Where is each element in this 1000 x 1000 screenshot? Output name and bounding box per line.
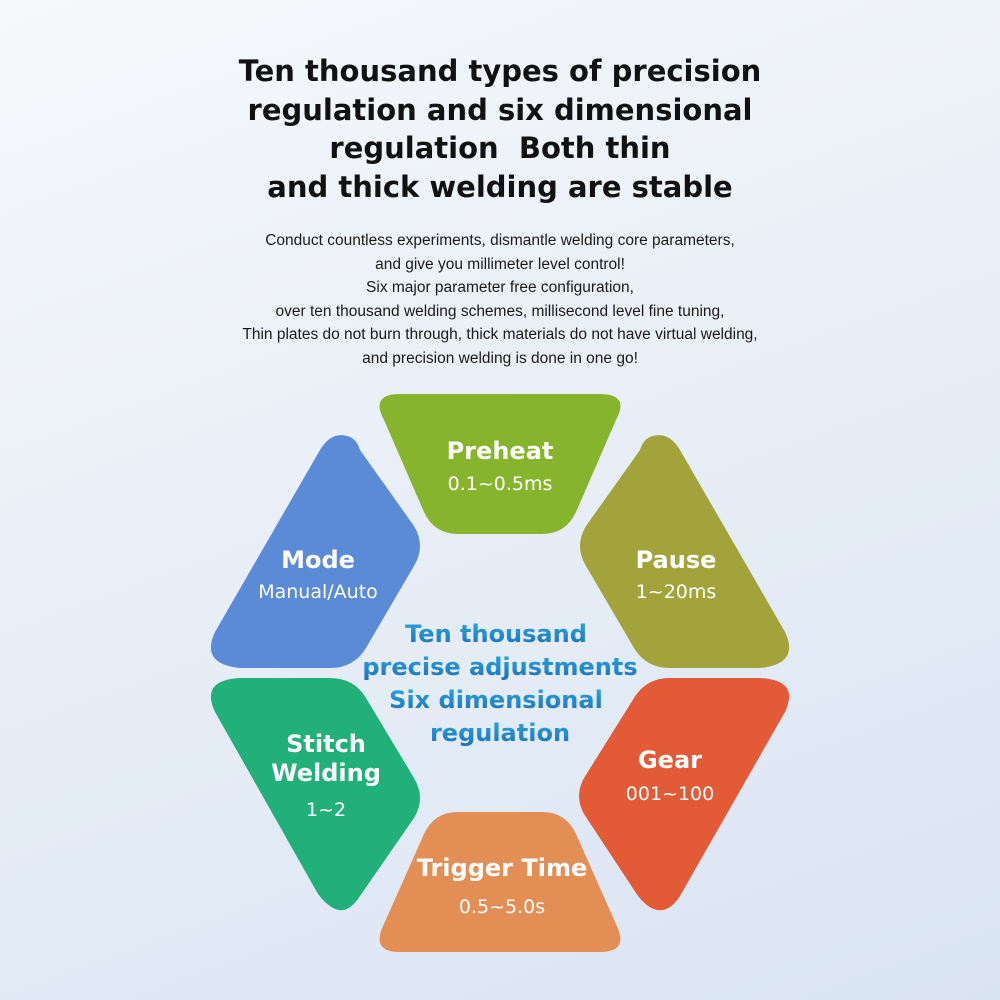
segment-stitch-shape (210, 678, 420, 911)
description: Conduct countless experiments, dismantle… (100, 229, 900, 371)
segment-preheat-shape (379, 394, 621, 534)
segment-pause: Pause 1~20ms (580, 435, 790, 668)
headline: Ten thousand types of precision regulati… (100, 52, 900, 206)
headline-line: regulation Both thin (329, 131, 671, 165)
segment-stitch-welding: Stitch Welding 1~2 (210, 678, 420, 911)
center-caption-line: precise adjustments (362, 653, 637, 681)
segment-stitch-label-1: Stitch (286, 730, 366, 758)
segment-preheat: Preheat 0.1~0.5ms (379, 394, 621, 534)
description-line: and precision welding is done in one go! (362, 349, 638, 367)
segment-mode-label: Mode (281, 546, 355, 574)
headline-line: Ten thousand types of precision (238, 54, 762, 88)
segment-mode-shape (210, 435, 420, 668)
segment-pause-label: Pause (636, 546, 717, 574)
segment-gear-value: 001~100 (626, 783, 714, 805)
headline-line: and thick welding are stable (267, 169, 733, 204)
segment-mode: Mode Manual/Auto (210, 435, 420, 668)
center-caption-line: Ten thousand (405, 620, 587, 648)
center-caption-line: regulation (430, 719, 570, 747)
segment-stitch-label-2: Welding (271, 759, 381, 787)
description-line: and give you millimeter level control! (375, 255, 625, 273)
segment-pause-value: 1~20ms (636, 581, 717, 603)
segment-trigger-value: 0.5~5.0s (459, 896, 545, 918)
description-line: Thin plates do not burn through, thick m… (242, 326, 758, 344)
segment-trigger-shape (379, 812, 621, 952)
description-line: Six major parameter free configuration, (366, 279, 634, 297)
segment-gear-label: Gear (638, 746, 702, 774)
segment-mode-value: Manual/Auto (258, 581, 378, 603)
segment-preheat-value: 0.1~0.5ms (448, 473, 553, 495)
center-caption: Ten thousand precise adjustments Six dim… (362, 620, 637, 747)
description-line: over ten thousand welding schemes, milli… (275, 302, 725, 320)
description-line: Conduct countless experiments, dismantle… (265, 232, 735, 249)
segment-gear: Gear 001~100 (579, 678, 790, 911)
segment-gear-shape (579, 678, 790, 911)
segment-preheat-label: Preheat (447, 437, 554, 465)
segment-trigger-time: Trigger Time 0.5~5.0s (379, 812, 621, 952)
segment-trigger-label: Trigger Time (417, 854, 588, 882)
headline-line: regulation and six dimensional (247, 92, 753, 127)
segment-stitch-value: 1~2 (306, 799, 346, 821)
segment-pause-shape (580, 435, 790, 668)
center-caption-line: Six dimensional (389, 686, 603, 714)
